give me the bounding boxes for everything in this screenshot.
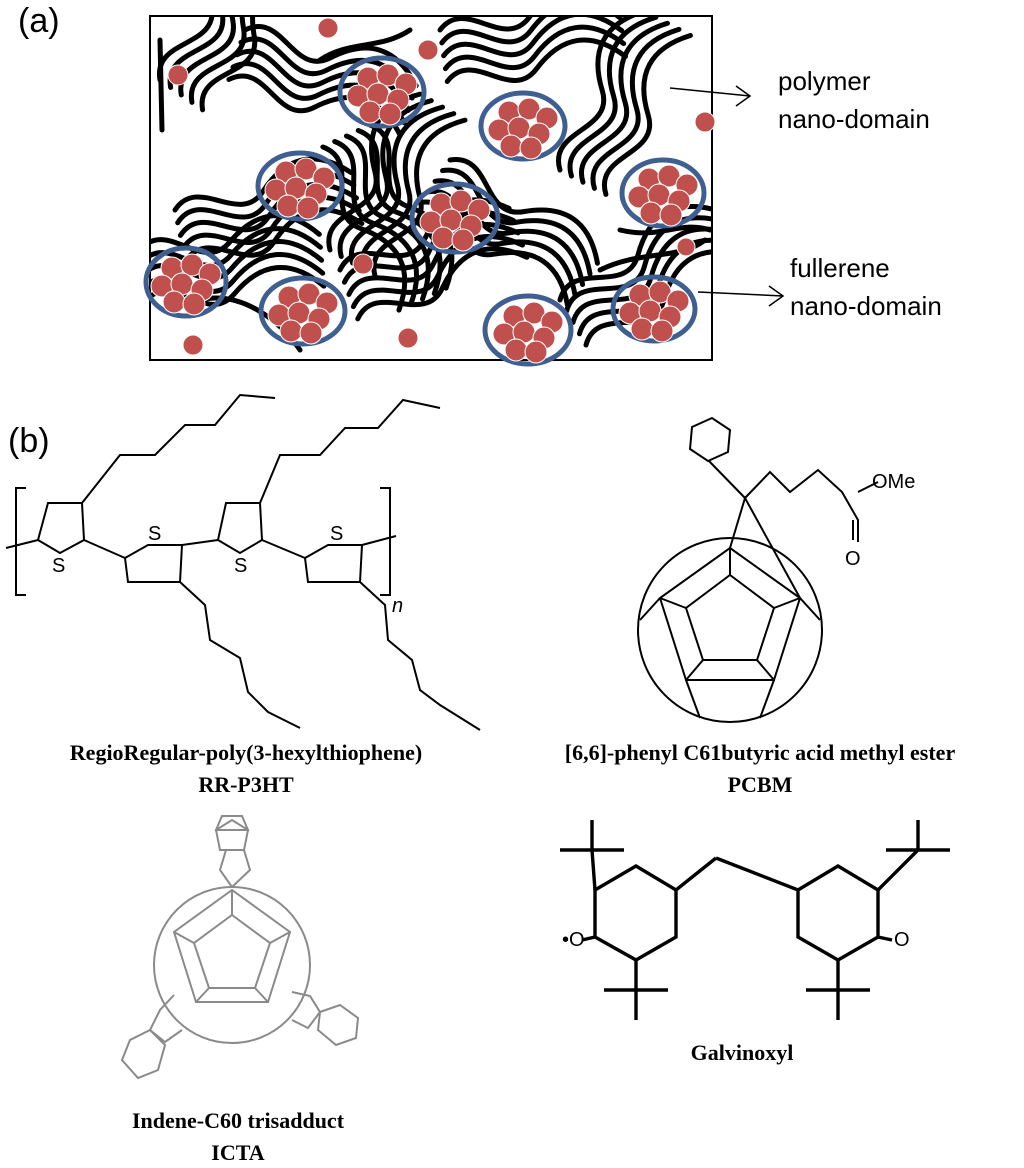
pcbm-structure: OMe O bbox=[637, 416, 915, 723]
panel-a-label: (a) bbox=[18, 2, 60, 40]
panel-a: (a) bbox=[18, 0, 942, 367]
icta-structure bbox=[120, 815, 360, 1080]
p3ht-name: RegioRegular-poly(3-hexylthiophene) bbox=[70, 740, 422, 765]
galvinoxyl-carbonyl-o: O bbox=[894, 929, 910, 951]
isolated-fullerenes bbox=[167, 17, 716, 356]
p3ht-abbr: RR-P3HT bbox=[198, 772, 294, 797]
fullerene-domain bbox=[258, 275, 348, 347]
fullerene-domain bbox=[337, 55, 427, 129]
fullerene-callout: fullerene nano-domain bbox=[697, 253, 942, 321]
polymer-label-line2: nano-domain bbox=[778, 104, 930, 134]
fullerene-domain bbox=[409, 181, 501, 255]
galvinoxyl-structure: •O O bbox=[560, 820, 950, 1020]
fullerene-domain bbox=[610, 274, 698, 344]
fullerene-domain bbox=[482, 293, 574, 367]
p3ht-sulfur-1: S bbox=[52, 555, 65, 577]
p3ht-structure: S S S S n bbox=[5, 393, 481, 731]
fullerene-label-line1: fullerene bbox=[790, 253, 890, 283]
fullerene-domain bbox=[143, 245, 229, 319]
fullerene-domain bbox=[255, 150, 345, 222]
fullerene-label-line2: nano-domain bbox=[790, 291, 942, 321]
polymer-chains bbox=[138, 0, 712, 353]
galvinoxyl-radical-o: •O bbox=[562, 929, 585, 951]
panel-b-label: (b) bbox=[8, 422, 50, 460]
icta-abbr: ICTA bbox=[211, 1140, 264, 1165]
p3ht-sulfur-2: S bbox=[148, 523, 161, 545]
pcbm-ome: OMe bbox=[872, 471, 915, 493]
fullerene-domains bbox=[143, 55, 707, 367]
fullerene-domain bbox=[478, 90, 568, 162]
pcbm-abbr: PCBM bbox=[728, 772, 793, 797]
galvinoxyl-name: Galvinoxyl bbox=[691, 1040, 794, 1065]
polymer-callout: polymer nano-domain bbox=[669, 66, 930, 134]
pcbm-name: [6,6]-phenyl C61butyric acid methyl este… bbox=[565, 740, 956, 765]
fullerene-domain bbox=[619, 157, 707, 229]
panel-b: (b) S S S S n RegioRegular-poly(3-hexylt… bbox=[5, 393, 956, 1165]
p3ht-sulfur-3: S bbox=[234, 555, 247, 577]
p3ht-sulfur-4: S bbox=[330, 523, 343, 545]
p3ht-repeat-n: n bbox=[392, 595, 403, 617]
polymer-label-line1: polymer bbox=[778, 66, 871, 96]
pcbm-carbonyl-o: O bbox=[845, 548, 861, 570]
icta-name: Indene-C60 trisadduct bbox=[132, 1108, 345, 1133]
